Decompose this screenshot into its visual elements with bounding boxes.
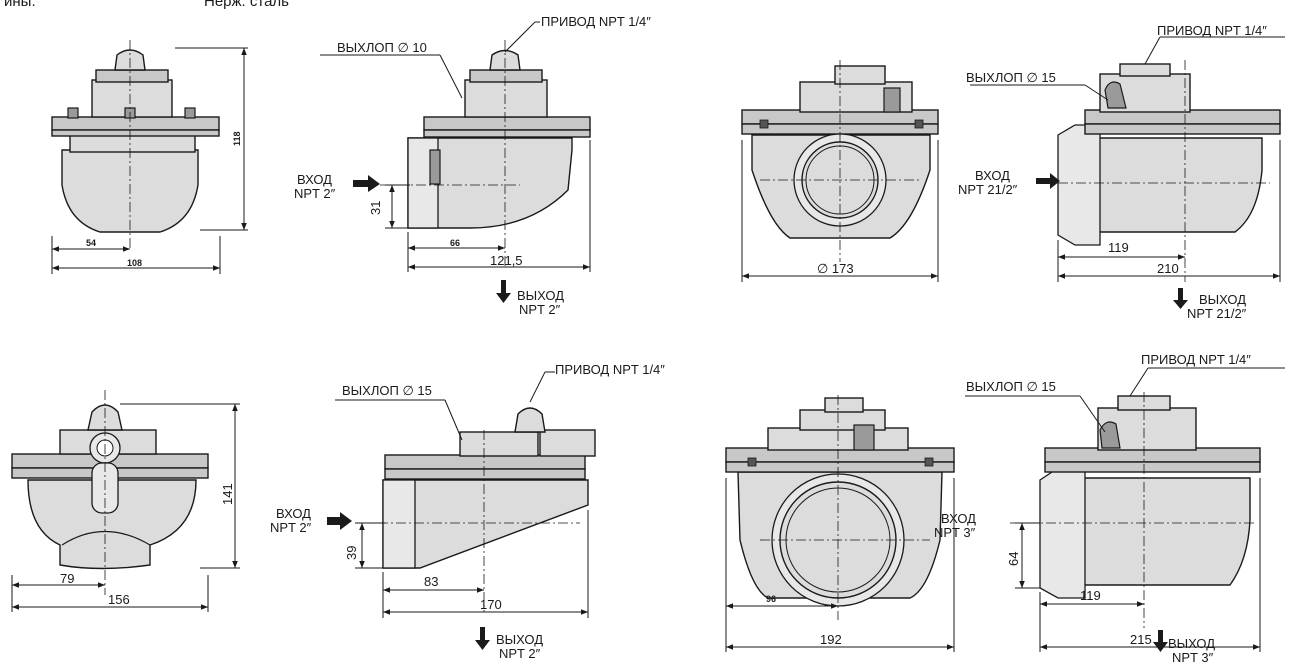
- v3-front-height-label: 141: [220, 483, 235, 505]
- valve1-front-view: [51, 40, 248, 274]
- header-fragment-right: Нерж. сталь: [204, 0, 289, 10]
- v1-front-width-label: 108: [127, 258, 142, 268]
- valve2-front-view: [741, 60, 939, 282]
- v4-inlet-thread-label: NPT 3″: [934, 525, 976, 540]
- v1-inlet-thread-label: NPT 2″: [294, 186, 336, 201]
- v4-side-length-label: 215: [1130, 632, 1152, 647]
- v2-exhaust-label: ВЫХЛОП ∅ 15: [966, 70, 1056, 85]
- v1-front-height-label: 118: [232, 131, 242, 146]
- v3-inlet-label: ВХОД: [276, 506, 311, 521]
- v3-side-inlet-height-label: 39: [344, 546, 359, 560]
- v2-outlet-label: ВЫХОД: [1199, 292, 1246, 307]
- v3-outlet-thread-label: NPT 2″: [499, 646, 541, 661]
- valve4-side-view: [965, 367, 1285, 652]
- v4-side-inlet-height-label: 64: [1006, 552, 1021, 566]
- v3-side-axis-label: 83: [424, 574, 438, 589]
- v1-side-axis-label: 66: [450, 238, 460, 248]
- v4-outlet-label: ВЫХОД: [1168, 636, 1215, 651]
- v3-outlet-label: ВЫХОД: [496, 632, 543, 647]
- v1-side-length-label: 121,5: [490, 253, 523, 268]
- v4-actuator-label: ПРИВОД NPT 1/4″: [1141, 352, 1251, 367]
- v1-outlet-label: ВЫХОД: [517, 288, 564, 303]
- v2-side-length-label: 210: [1157, 261, 1179, 276]
- v1-inlet-label: ВХОД: [297, 172, 332, 187]
- v3-inlet-thread-label: NPT 2″: [270, 520, 312, 535]
- v4-side-axis-label: 119: [1080, 588, 1101, 603]
- v4-front-width-label: 192: [820, 632, 842, 647]
- v1-actuator-label: ПРИВОД NPT 1/4″: [541, 14, 651, 29]
- valve4-front-view: [725, 395, 955, 652]
- v2-front-diameter-label: ∅ 173: [817, 261, 854, 276]
- v1-exhaust-label: ВЫХЛОП ∅ 10: [337, 40, 427, 55]
- v1-outlet-thread-label: NPT 2″: [519, 302, 561, 317]
- v4-outlet-thread-label: NPT 3″: [1172, 650, 1214, 664]
- valve3-front-view: [11, 390, 240, 612]
- v2-side-axis-label: 119: [1108, 240, 1129, 255]
- v3-actuator-label: ПРИВОД NPT 1/4″: [555, 362, 665, 377]
- v3-front-width-label: 156: [108, 592, 130, 607]
- header-fragment-left: ины.: [4, 0, 36, 10]
- v3-side-length-label: 170: [480, 597, 502, 612]
- v2-inlet-label: ВХОД: [975, 168, 1010, 183]
- v2-actuator-label: ПРИВОД NPT 1/4″: [1157, 23, 1267, 38]
- v1-side-inlet-height-label: 31: [368, 201, 383, 215]
- valve2-side-view: [970, 36, 1285, 309]
- v2-inlet-thread-label: NPT 21/2″: [958, 182, 1018, 197]
- valve3-side-view: [327, 371, 596, 650]
- v4-exhaust-label: ВЫХЛОП ∅ 15: [966, 379, 1056, 394]
- v4-front-half-label: 96: [766, 594, 776, 604]
- v2-outlet-thread-label: NPT 21/2″: [1187, 306, 1247, 321]
- valve1-side-view: [320, 21, 591, 303]
- v3-exhaust-label: ВЫХЛОП ∅ 15: [342, 383, 432, 398]
- v3-front-half-label: 79: [60, 571, 74, 586]
- v1-front-half-label: 54: [86, 238, 96, 248]
- v4-inlet-label: ВХОД: [941, 511, 976, 526]
